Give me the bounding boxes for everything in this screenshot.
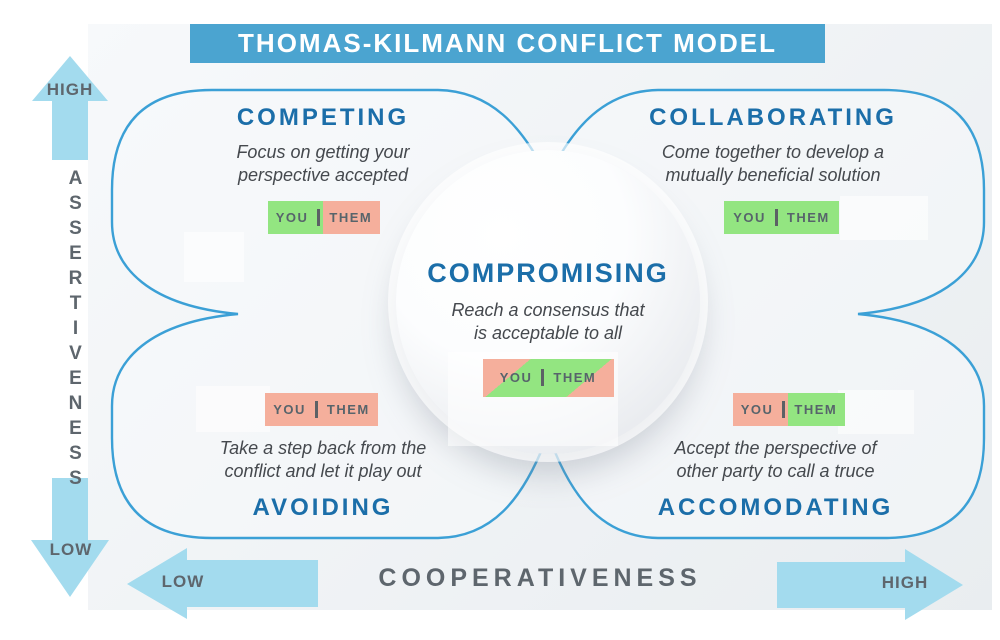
avoiding-description: Take a step back from the conflict and l… xyxy=(219,438,427,482)
assertiveness-low-label: LOW xyxy=(49,540,93,559)
competing-title: COMPETING xyxy=(236,104,410,131)
bar-divider xyxy=(317,209,321,226)
bar-you-label: YOU xyxy=(740,402,774,417)
collaborating-description: Come together to develop a mutually bene… xyxy=(661,142,885,186)
assertiveness-high-label: HIGH xyxy=(46,80,94,99)
cooperativeness-low-label: LOW xyxy=(161,572,205,591)
bar-them-label: THEM xyxy=(553,370,597,386)
compromising-title: COMPROMISING xyxy=(427,258,669,288)
bar-you-label: YOU xyxy=(733,210,766,225)
competing-you-them-bar: YOU THEM xyxy=(268,201,380,234)
bar-you-label: YOU xyxy=(499,370,533,386)
bar-you-label: YOU xyxy=(275,210,309,225)
collaborating-title: COLLABORATING xyxy=(649,104,897,131)
bar-divider xyxy=(541,369,545,387)
accomodating-you-them-bar: YOU THEM xyxy=(733,393,845,426)
bar-divider xyxy=(314,401,318,418)
bar-divider xyxy=(774,209,778,226)
quadrant-collaborating: COLLABORATING Come together to develop a… xyxy=(608,104,938,188)
bar-divider xyxy=(782,401,786,418)
competing-description: Focus on getting your perspective accept… xyxy=(236,142,410,186)
accomodating-title: ACCOMODATING xyxy=(657,493,894,521)
compromising-description: Reach a consensus that is acceptable to … xyxy=(451,300,645,344)
white-patch xyxy=(184,232,244,282)
bar-you-label: YOU xyxy=(273,402,306,417)
bar-them-label: THEM xyxy=(326,402,370,417)
assertiveness-axis-label: ASSERTIVENESS xyxy=(65,168,86,493)
quadrant-competing: COMPETING Focus on getting your perspect… xyxy=(158,104,488,188)
diagram-title: THOMAS-KILMANN CONFLICT MODEL xyxy=(190,24,825,63)
white-patch xyxy=(196,386,270,432)
collaborating-you-them-bar: YOU THEM xyxy=(724,201,839,234)
avoiding-you-them-bar: YOU THEM xyxy=(265,393,378,426)
white-patch xyxy=(840,196,928,240)
avoiding-title: AVOIDING xyxy=(252,493,394,521)
cooperativeness-high-label: HIGH xyxy=(881,573,929,592)
bar-them-label: THEM xyxy=(794,402,838,417)
bar-them-label: THEM xyxy=(786,210,830,225)
cooperativeness-axis-label: COOPERATIVENESS xyxy=(378,564,702,592)
accomodating-description: Accept the perspective of other party to… xyxy=(674,438,877,482)
quadrant-avoiding: Take a step back from the conflict and l… xyxy=(158,437,488,522)
white-patch xyxy=(838,390,914,434)
compromising-you-them-bar: YOU THEM xyxy=(482,358,614,397)
quadrant-accomodating: Accept the perspective of other party to… xyxy=(603,437,948,522)
quadrant-compromising: COMPROMISING Reach a consensus that is a… xyxy=(396,150,700,454)
bar-them-label: THEM xyxy=(329,210,373,225)
